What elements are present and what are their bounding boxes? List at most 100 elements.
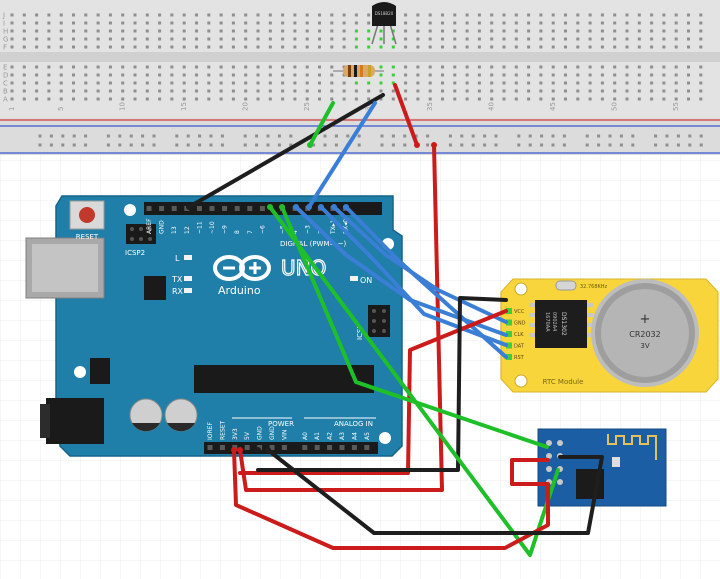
breadboard-hole [96, 97, 100, 101]
rail-hole [72, 134, 76, 138]
rtc-pin-label: VCC [514, 309, 525, 315]
breadboard-hole [133, 73, 137, 77]
rail-hole [448, 143, 452, 147]
rail-hole [175, 143, 179, 147]
breadboard-hole [72, 97, 75, 101]
rail-hole [277, 134, 281, 138]
breadboard-hole [59, 29, 63, 33]
breadboard-hole [674, 81, 678, 85]
header-pin [247, 206, 253, 211]
rtc-pin-label: RST [514, 355, 525, 361]
breadboard-hole [108, 29, 112, 33]
breadboard-hole [268, 45, 272, 49]
header-pin [159, 206, 165, 211]
breadboard-hole [564, 65, 567, 69]
pin-label: ~6 [259, 225, 266, 234]
breadboard-hole [72, 37, 75, 41]
breadboard-hole [108, 97, 112, 101]
rail-hole [243, 143, 247, 147]
breadboard-hole [699, 13, 703, 17]
breadboard-hole [22, 81, 26, 85]
breadboard-hole [35, 73, 39, 77]
rtc-chip-label: DS1302 [560, 312, 567, 336]
breadboard-hole [650, 45, 654, 49]
breadboard-hole [330, 65, 334, 69]
breadboard-hole [96, 65, 100, 69]
rail-hole [38, 143, 42, 147]
breadboard-hole [600, 21, 604, 25]
breadboard-hole [96, 45, 100, 49]
breadboard-hole [502, 97, 506, 101]
breadboard-hole [441, 65, 444, 69]
breadboard-hole [453, 73, 457, 77]
rail-hole [460, 143, 464, 147]
breadboard-hole [428, 81, 432, 85]
wire-end [231, 447, 237, 453]
breadboard-hole [527, 45, 531, 49]
breadboard-hole [256, 13, 260, 17]
breadboard-hole [182, 89, 186, 93]
temperature-sensor: DS18B20 [371, 2, 397, 45]
breadboard-hole [576, 21, 580, 25]
breadboard-hole [293, 65, 297, 69]
breadboard-hole [10, 73, 14, 77]
breadboard-hole [318, 97, 321, 101]
breadboard-hole [379, 37, 383, 41]
breadboard-hole [662, 73, 666, 77]
breadboard-hole [96, 13, 100, 17]
breadboard-hole [244, 13, 248, 17]
rail-hole [141, 134, 145, 138]
breadboard-hole [625, 73, 629, 77]
breadboard-hole [588, 89, 592, 93]
breadboard-hole [465, 45, 469, 49]
breadboard-hole [625, 13, 629, 17]
breadboard-hole [441, 81, 444, 85]
breadboard-hole [35, 29, 39, 33]
breadboard-hole [330, 81, 334, 85]
breadboard-hole [268, 21, 272, 25]
breadboard-hole [84, 97, 88, 101]
led-on-label: ON [360, 276, 372, 285]
breadboard-hole [600, 29, 604, 33]
breadboard-hole [687, 37, 690, 41]
breadboard-hole [539, 81, 543, 85]
row-letter: A [3, 96, 8, 104]
rail-hole [129, 134, 133, 138]
breadboard-hole [330, 97, 334, 101]
breadboard-hole [47, 29, 51, 33]
header-pin [364, 445, 370, 450]
pin-label: RESET [219, 420, 226, 440]
breadboard-hole [133, 45, 137, 49]
wire-end [267, 204, 273, 210]
breadboard-hole [465, 13, 469, 17]
header-pin [327, 445, 333, 450]
breadboard-hole [551, 21, 555, 25]
breadboard-hole [219, 29, 223, 33]
breadboard-hole [305, 45, 309, 49]
breadboard-hole [625, 97, 629, 101]
rail-hole [220, 134, 224, 138]
breadboard-hole [72, 21, 75, 25]
breadboard-hole [342, 21, 346, 25]
breadboard-hole [588, 29, 592, 33]
breadboard-hole [293, 73, 297, 77]
breadboard-hole [367, 89, 371, 93]
breadboard-hole [72, 89, 75, 93]
breadboard-hole [133, 81, 137, 85]
rail-hole [61, 134, 65, 138]
breadboard-hole [96, 21, 100, 25]
breadboard-hole [637, 73, 641, 77]
breadboard-hole [416, 81, 420, 85]
pin-label: GND [159, 220, 166, 234]
breadboard-hole [662, 65, 666, 69]
breadboard-hole [539, 73, 543, 77]
breadboard-hole [490, 89, 494, 93]
breadboard-hole [367, 37, 371, 41]
breadboard-hole [293, 21, 297, 25]
rail-hole [688, 134, 692, 138]
rail-hole [198, 134, 202, 138]
breadboard-hole [318, 65, 321, 69]
breadboard-hole [391, 65, 395, 69]
breadboard-hole [231, 89, 235, 93]
breadboard-hole [502, 73, 506, 77]
